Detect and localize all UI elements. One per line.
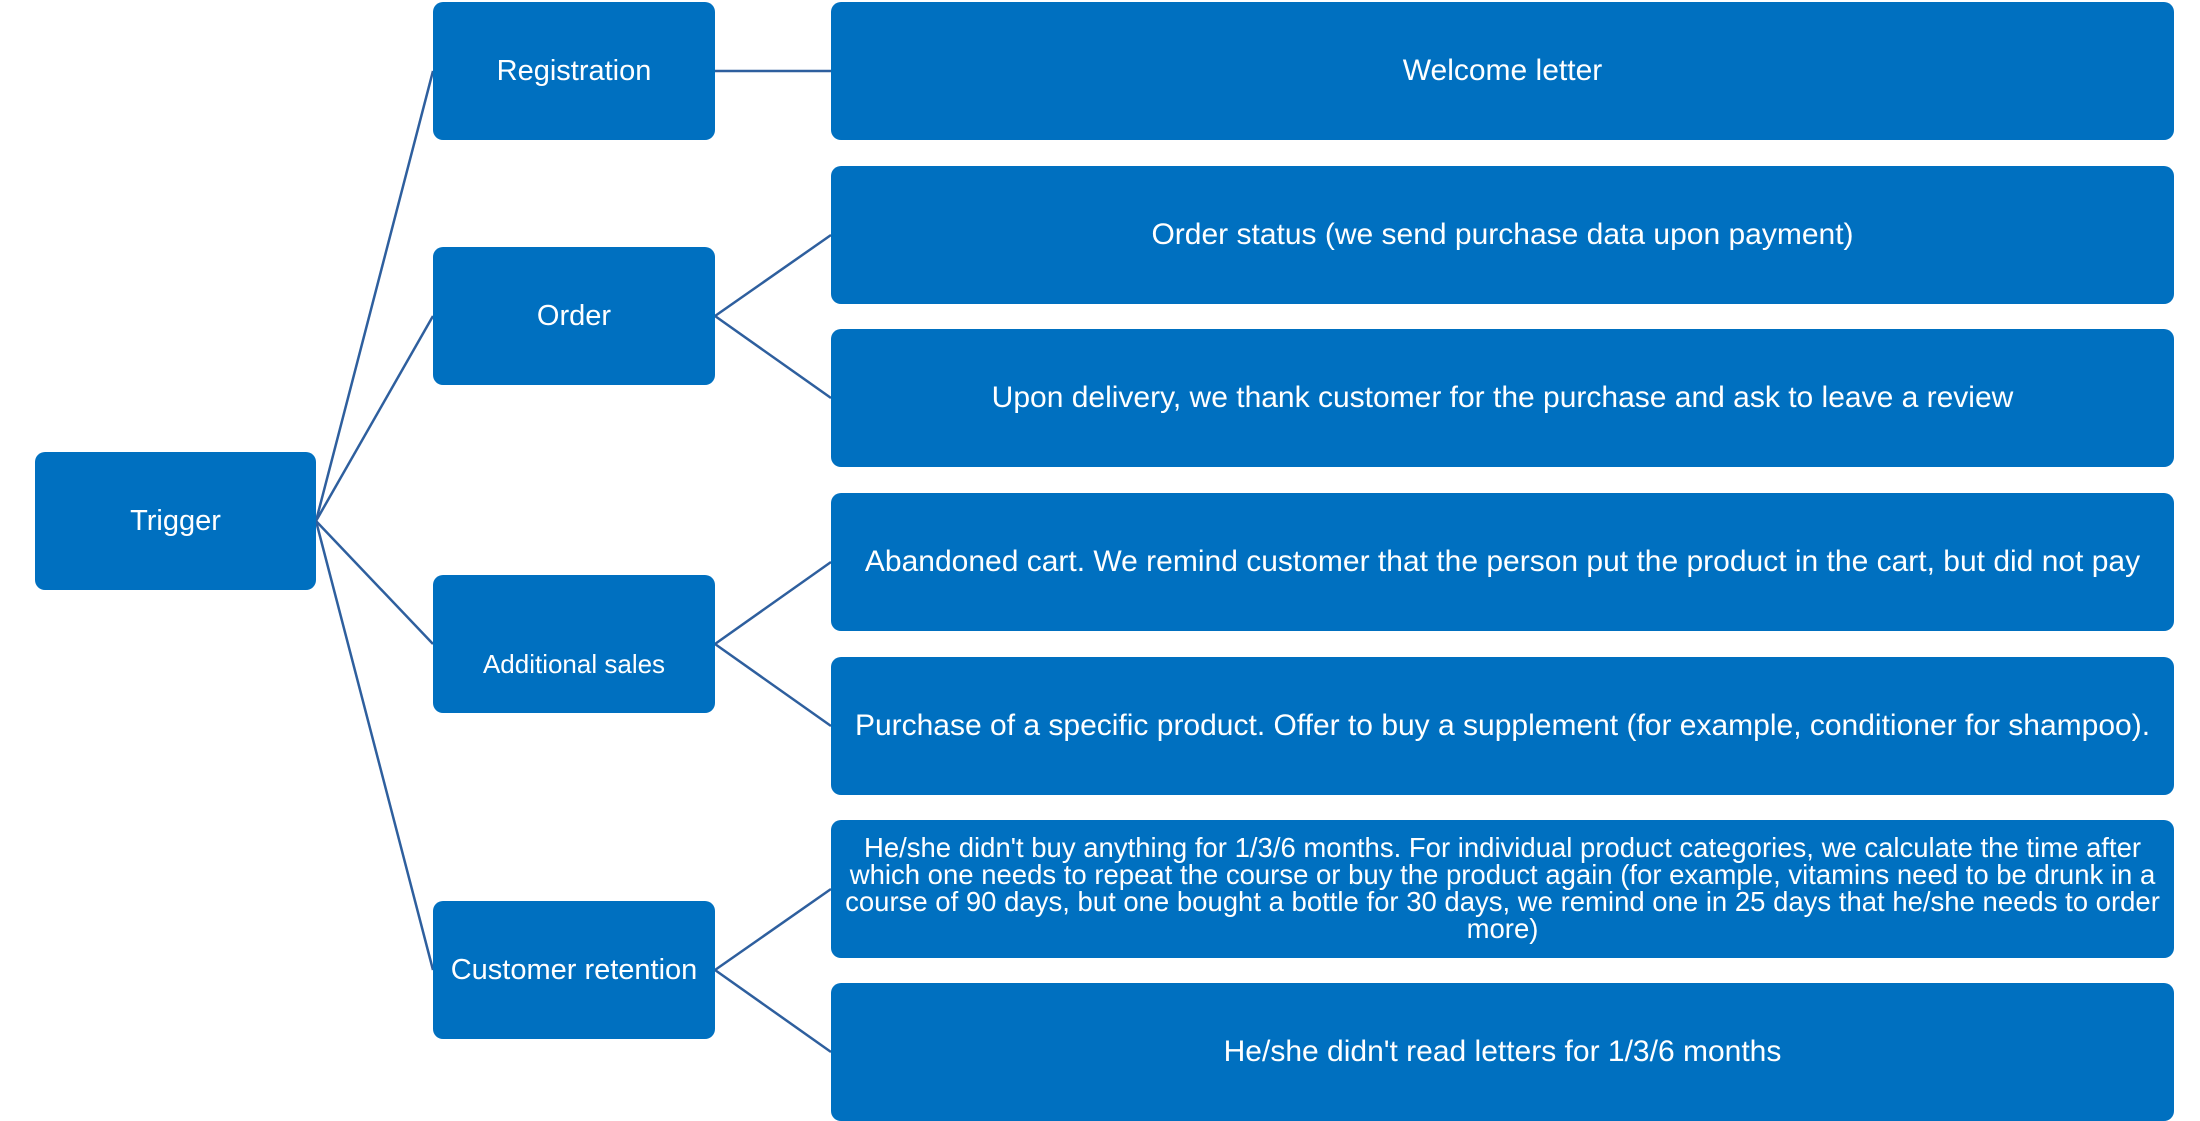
connector-trigger-additional-sales bbox=[315, 520, 434, 645]
connector-retention-inactive-read bbox=[714, 968, 832, 1054]
connector-order-delivery bbox=[714, 314, 832, 400]
order-status-label: Order status (we send purchase data upon… bbox=[1151, 218, 1854, 251]
no-purchase-reminder-node: He/she didn't buy anything for 1/3/6 mon… bbox=[831, 820, 2174, 958]
order-node: Order bbox=[433, 247, 715, 385]
customer-retention-node: Customer retention bbox=[433, 901, 715, 1039]
delivery-review-label: Upon delivery, we thank customer for the… bbox=[991, 381, 2014, 414]
customer-retention-label: Customer retention bbox=[450, 953, 698, 986]
abandoned-cart-label: Abandoned cart. We remind customer that … bbox=[864, 545, 2141, 578]
order-label: Order bbox=[536, 299, 612, 332]
connector-sales-abandoned bbox=[714, 560, 832, 646]
additional-sales-node: Additional sales bbox=[433, 575, 715, 713]
trigger-label: Trigger bbox=[130, 504, 221, 537]
registration-node: Registration bbox=[433, 2, 715, 140]
supplement-offer-node: Purchase of a specific product. Offer to… bbox=[831, 657, 2174, 795]
supplement-offer-label: Purchase of a specific product. Offer to… bbox=[854, 709, 2151, 742]
welcome-letter-node: Welcome letter bbox=[831, 2, 2174, 140]
registration-label: Registration bbox=[496, 54, 652, 87]
unread-letters-label: He/she didn't read letters for 1/3/6 mon… bbox=[1223, 1035, 1782, 1068]
no-purchase-reminder-label: He/she didn't buy anything for 1/3/6 mon… bbox=[845, 832, 2160, 944]
connector-retention-inactive-buy bbox=[714, 887, 832, 972]
connector-trigger-registration bbox=[314, 70, 435, 522]
delivery-review-node: Upon delivery, we thank customer for the… bbox=[831, 329, 2174, 467]
order-status-node: Order status (we send purchase data upon… bbox=[831, 166, 2174, 304]
unread-letters-node: He/she didn't read letters for 1/3/6 mon… bbox=[831, 983, 2174, 1121]
connector-trigger-customer-retention bbox=[314, 520, 435, 971]
welcome-letter-label: Welcome letter bbox=[1402, 54, 1603, 87]
connector-sales-supplement bbox=[714, 642, 832, 728]
connector-trigger-order bbox=[314, 315, 435, 522]
connector-order-status bbox=[714, 233, 832, 318]
additional-sales-label: Additional sales bbox=[482, 649, 666, 679]
trigger-node: Trigger bbox=[35, 452, 316, 590]
abandoned-cart-node: Abandoned cart. We remind customer that … bbox=[831, 493, 2174, 631]
